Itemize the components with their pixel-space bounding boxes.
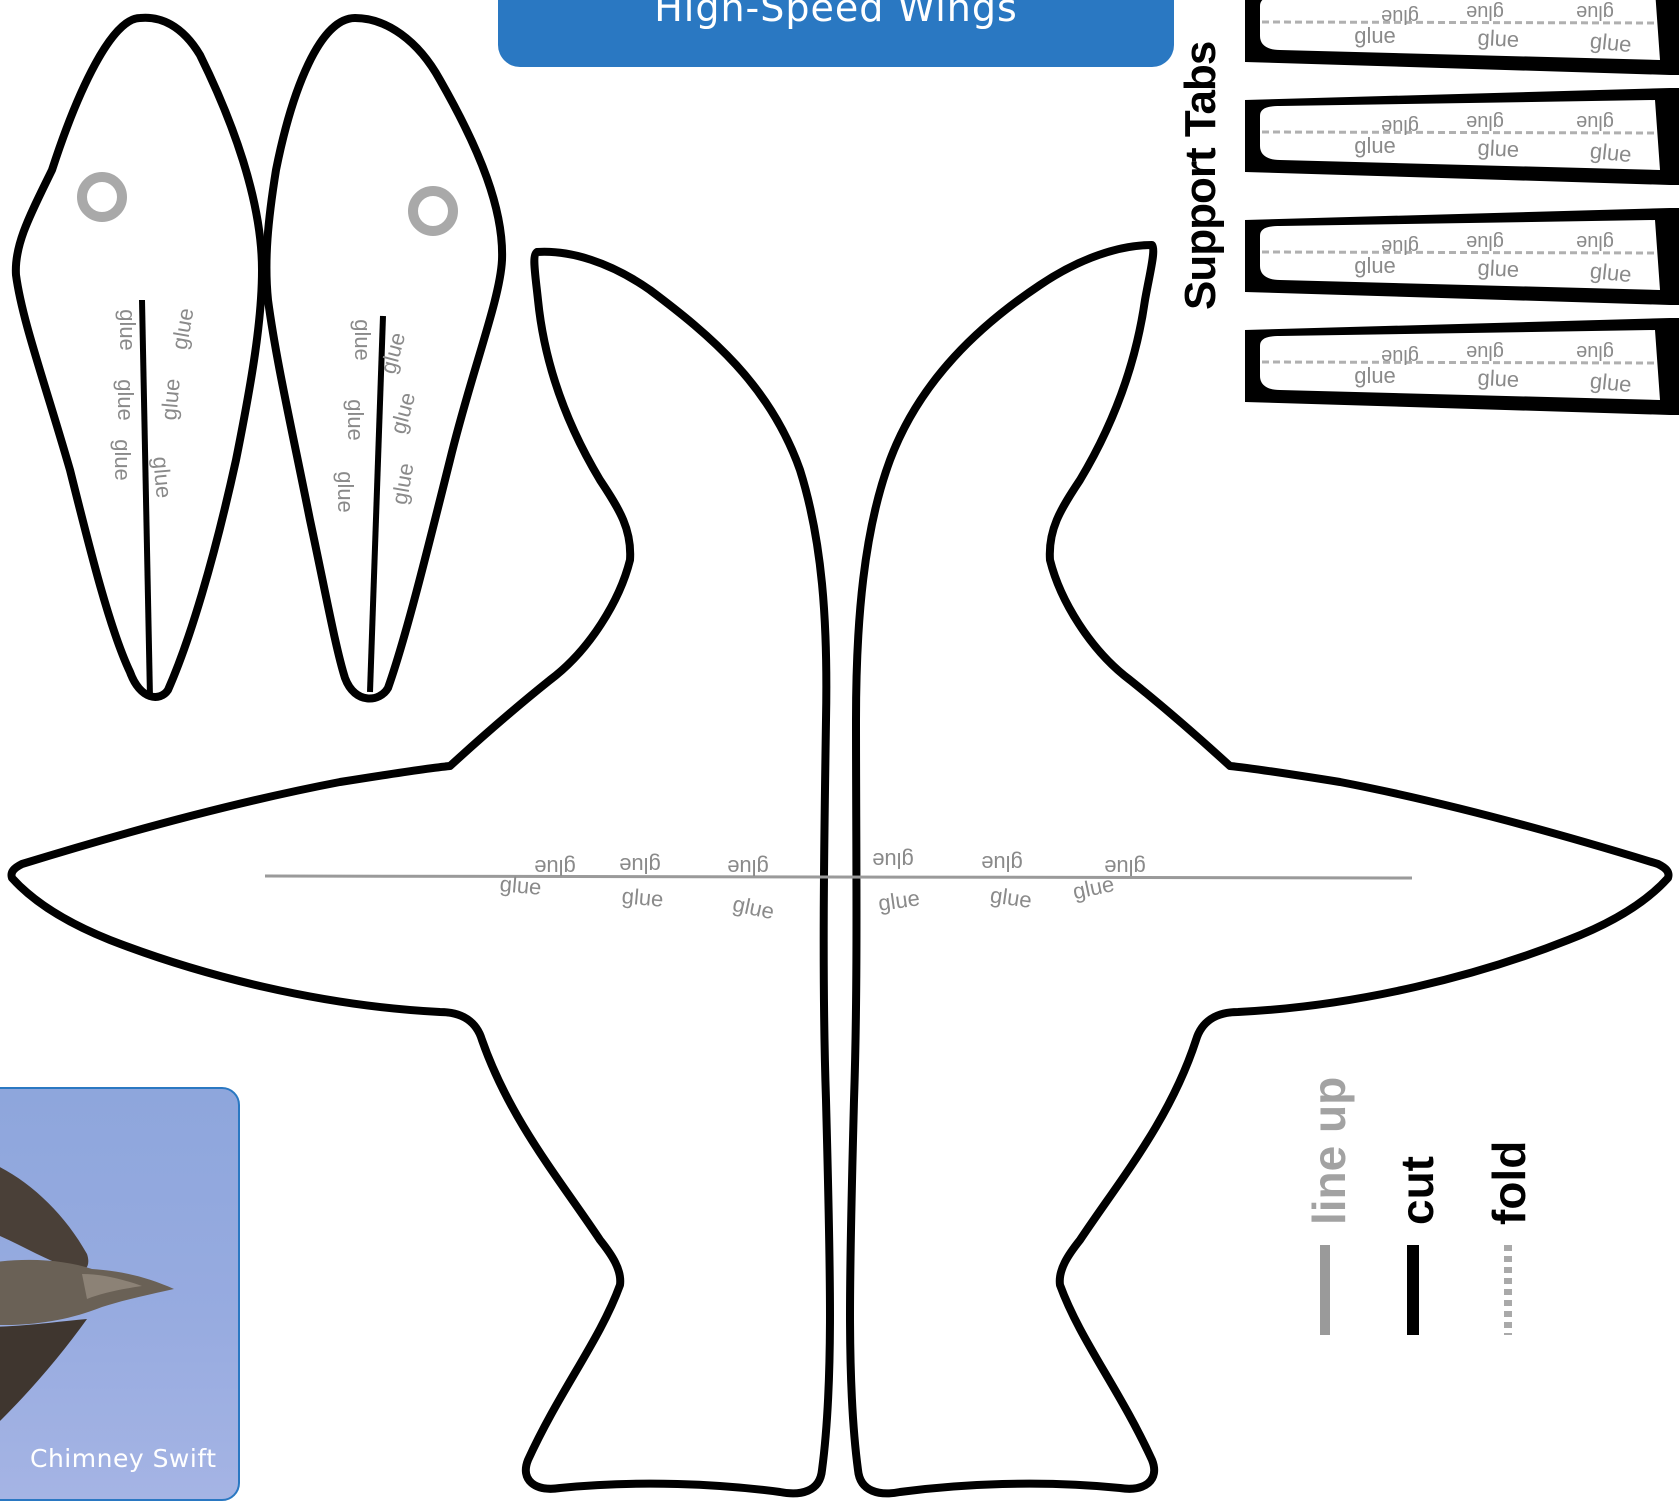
tail-glue-label: glue: [113, 379, 138, 421]
wing-glue-label-upper: glue: [727, 855, 769, 880]
support-tab-glue-lower: glue: [1589, 258, 1633, 287]
tail-glue-label: glue: [343, 399, 368, 441]
support-tab-glue-upper: glue: [1576, 341, 1614, 363]
support-tab-glue-upper: glue: [1466, 341, 1504, 363]
wing-glue-label-lower: glue: [621, 883, 665, 912]
tail-glue-label: glue: [387, 461, 419, 506]
tail-left-hole: [82, 177, 122, 217]
support-tab-glue-lower: glue: [1589, 138, 1633, 167]
support-tab-glue-upper: glue: [1576, 111, 1614, 133]
chimney-swift-photo: Chimney Swift: [0, 1087, 240, 1501]
support-tab-glue-lower: glue: [1477, 135, 1520, 162]
photo-caption: Chimney Swift: [30, 1444, 217, 1473]
tail-glue-label: glue: [148, 456, 177, 500]
wing-center-lineup-line: [265, 876, 1412, 878]
support-tab-glue-lower: glue: [1589, 368, 1633, 397]
legend: line up cut fold: [1303, 1077, 1535, 1335]
legend-line-up-label: line up: [1303, 1077, 1355, 1225]
wing-glue-label-lower: glue: [731, 891, 777, 924]
wing-glue-label-lower: glue: [877, 885, 922, 916]
tail-glue-label: glue: [350, 319, 375, 361]
tail-right-hole: [413, 191, 453, 231]
support-tab-glue-lower: glue: [1354, 363, 1396, 388]
support-tab-glue-upper: glue: [1576, 231, 1614, 253]
wing-right: [850, 245, 1669, 1493]
swift-bird-illustration: [0, 1089, 238, 1499]
support-tab-glue-upper: glue: [1576, 1, 1614, 23]
legend-fold-label: fold: [1483, 1141, 1535, 1225]
tail-glue-label: glue: [167, 306, 199, 351]
tail-glue-label: glue: [385, 390, 420, 437]
support-tab-glue-upper: glue: [1466, 1, 1504, 23]
wing-glue-label-lower: glue: [989, 882, 1034, 913]
support-tab-glue-lower: glue: [1354, 133, 1396, 158]
tail-left-guide: [142, 300, 150, 698]
support-tab-glue-lower: glue: [1477, 255, 1520, 282]
support-tabs-heading: Support Tabs: [1176, 42, 1225, 310]
tail-piece-left: [16, 18, 262, 697]
tail-glue-label: glue: [110, 439, 135, 481]
tail-glue-labels: glue glue glue glue glue glue glue glue glue glue…: [110, 306, 420, 513]
legend-cut-label: cut: [1391, 1156, 1443, 1225]
support-tab-glue-upper: glue: [1466, 231, 1504, 253]
support-tab-glue-lower: glue: [1477, 25, 1520, 52]
wing-glue-label-upper: glue: [619, 853, 661, 878]
wing-glue-label-upper: glue: [981, 851, 1023, 876]
support-tab-glue-upper: glue: [1466, 111, 1504, 133]
support-tab-glue-lower: glue: [1477, 365, 1520, 392]
wing-glue-label-lower: glue: [499, 871, 543, 900]
tail-glue-label: glue: [156, 378, 185, 422]
tail-glue-label: glue: [115, 309, 140, 351]
support-tab-glue-lower: glue: [1354, 23, 1396, 48]
support-tab-glue-lower: glue: [1589, 28, 1633, 57]
support-tab-glue-lower: glue: [1354, 253, 1396, 278]
wing-glue-label-upper: glue: [872, 848, 914, 873]
tail-glue-label: glue: [333, 471, 358, 513]
